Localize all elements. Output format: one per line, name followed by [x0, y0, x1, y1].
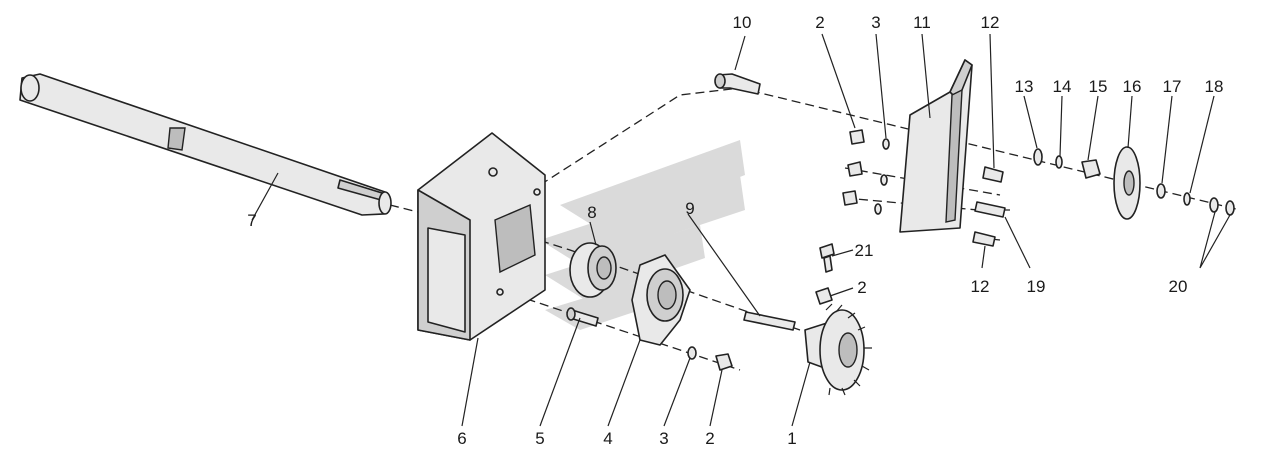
washer-part-17: [1156, 183, 1166, 199]
callout-labels: 10 2 3 11 12 13 14 15 16 17 18 7 8 9 21 …: [247, 13, 1223, 448]
callout-3-bottom: 3: [659, 429, 668, 448]
callout-4: 4: [603, 429, 612, 448]
bolt-part-21: [819, 243, 835, 273]
callout-19: 19: [1027, 277, 1046, 296]
washer-part-14: [1055, 155, 1063, 169]
washer-part-3-bottom: [687, 346, 697, 360]
shaft-part-7: [19, 73, 392, 216]
key-part-9: [743, 311, 796, 331]
callout-20: 20: [1169, 277, 1188, 296]
callout-2-bottom: 2: [705, 429, 714, 448]
callout-12-top: 12: [981, 13, 1000, 32]
callout-15: 15: [1089, 77, 1108, 96]
callout-14: 14: [1053, 77, 1072, 96]
housing-part-6: [417, 132, 546, 341]
nuts-part-20: [1209, 197, 1235, 216]
washer-part-13: [1033, 148, 1043, 166]
callout-11: 11: [913, 13, 931, 32]
leader-lines: [251, 33, 1231, 427]
collar-part-8: [569, 242, 617, 298]
nut-part-2-top: [842, 129, 865, 206]
callout-3-top: 3: [871, 13, 880, 32]
callout-8: 8: [587, 203, 596, 222]
callout-13: 13: [1015, 77, 1034, 96]
callout-21: 21: [855, 241, 874, 260]
bolt-part-10: [714, 73, 761, 95]
callout-6: 6: [457, 429, 466, 448]
bolt-part-5: [566, 307, 599, 327]
nut-part-2-mid: [815, 287, 833, 305]
callout-10: 10: [733, 13, 752, 32]
callout-2-mid: 2: [857, 278, 866, 297]
callout-7: 7: [247, 211, 256, 230]
bushing-part-15: [1081, 159, 1101, 179]
sprocket-part-16: [1113, 146, 1141, 220]
bolt-part-12-bottom: [972, 231, 996, 247]
callout-16: 16: [1123, 77, 1142, 96]
bolt-part-19: [974, 201, 1006, 218]
callout-2-top: 2: [815, 13, 824, 32]
washer-part-18: [1183, 192, 1191, 206]
washer-part-3-top: [874, 138, 890, 215]
bracket-part-11: [899, 59, 973, 233]
callout-18: 18: [1205, 77, 1224, 96]
bolt-part-12-top: [982, 166, 1004, 183]
callout-1: 1: [787, 429, 796, 448]
flange-bearing-part-4: [631, 254, 691, 346]
callout-5: 5: [535, 429, 544, 448]
nut-part-2-bottom: [715, 353, 733, 371]
sprocket-part-1: [804, 303, 872, 396]
callout-12-bottom: 12: [971, 277, 990, 296]
callout-17: 17: [1163, 77, 1182, 96]
callout-9: 9: [685, 199, 694, 218]
